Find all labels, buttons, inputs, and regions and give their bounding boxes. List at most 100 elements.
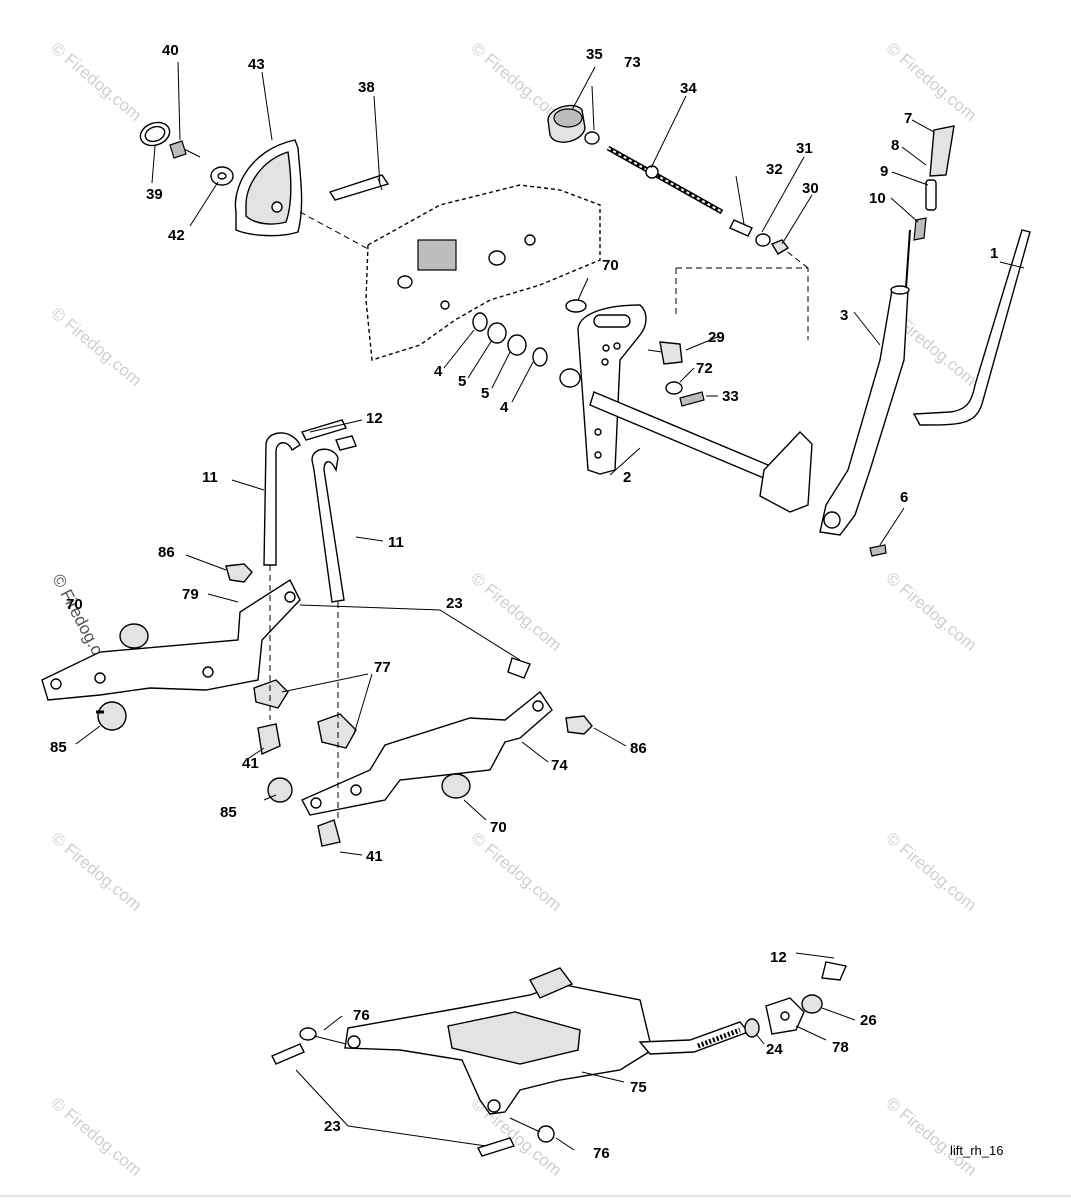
lift-frame-bracket [365, 184, 601, 361]
callout-2: 2 [623, 469, 631, 486]
hairpins-12 [301, 419, 357, 451]
callout-24: 24 [766, 1041, 783, 1058]
washer-31 [755, 233, 771, 247]
callout-40: 40 [162, 42, 179, 59]
callout-23: 23 [324, 1118, 341, 1135]
callout-85: 85 [220, 804, 237, 821]
bolt-86-right [565, 715, 593, 735]
lift-arm-79 [41, 578, 301, 701]
callout-75: 75 [630, 1079, 647, 1096]
watermark: © Firedog.com [882, 569, 980, 655]
callout-74: 74 [551, 757, 568, 774]
knob-35 [547, 104, 586, 143]
callout-11: 11 [388, 534, 404, 551]
spring-10 [913, 217, 927, 241]
watermark: © Firedog.com [467, 39, 565, 125]
callout-77: 77 [374, 659, 391, 676]
stud-top [529, 967, 574, 999]
screw-40 [169, 140, 201, 159]
callout-70: 70 [66, 596, 83, 613]
callout-38: 38 [358, 79, 375, 96]
callout-10: 10 [869, 190, 886, 207]
nut-70-left [119, 623, 149, 649]
watermark: © Firedog.com [47, 1094, 145, 1180]
callout-73: 73 [624, 54, 641, 71]
callout-5: 5 [481, 385, 489, 402]
watermark: © Firedog.com [47, 39, 145, 125]
callout-23: 23 [446, 595, 463, 612]
watermark: © Firedog.com [882, 1094, 980, 1180]
pin-76-bottom [509, 1117, 555, 1143]
leader-lines [75, 61, 1025, 1151]
clip-39 [139, 121, 171, 147]
callout-86: 86 [630, 740, 647, 757]
callout-79: 79 [182, 586, 199, 603]
bracket-77-right [317, 713, 357, 749]
lever-rod [905, 229, 911, 289]
washer-42 [210, 166, 234, 186]
callout-5: 5 [458, 373, 466, 390]
callout-34: 34 [680, 80, 697, 97]
callout-78: 78 [832, 1039, 849, 1056]
washer-70-top [565, 299, 587, 313]
callout-39: 39 [146, 186, 163, 203]
callout-3: 3 [840, 307, 848, 324]
bolt-86-left [225, 563, 253, 583]
callout-33: 33 [722, 388, 739, 405]
pivot-plate [577, 304, 647, 475]
nut-26 [801, 994, 823, 1014]
callout-12: 12 [770, 949, 787, 966]
callout-labels: 1 2 3 4 4 5 5 6 7 8 9 10 11 11 12 12 23 … [50, 42, 998, 1162]
lift-lever-3 [819, 285, 910, 536]
clevis-78 [765, 997, 805, 1035]
callout-31: 31 [796, 140, 813, 157]
callout-86: 86 [158, 544, 175, 561]
bracket-77-left [253, 679, 289, 709]
watermark: © Firedog.com [882, 39, 980, 125]
callout-43: 43 [248, 56, 265, 73]
callout-4: 4 [434, 363, 443, 380]
callout-41: 41 [242, 755, 259, 772]
handle-rod-1 [912, 229, 1031, 426]
watermark: © Firedog.com [467, 569, 565, 655]
lift-arm-74 [301, 690, 553, 816]
callout-12: 12 [366, 410, 383, 427]
retaining-rings [472, 312, 548, 367]
bushing-41-lower [317, 819, 341, 847]
callout-30: 30 [802, 180, 819, 197]
nut-30 [770, 239, 790, 255]
screw-6 [869, 544, 887, 557]
callout-9: 9 [880, 163, 888, 180]
callout-70: 70 [602, 257, 619, 274]
bushing-41-upper [257, 723, 281, 756]
watermark: © Firedog.com [47, 829, 145, 915]
callout-76: 76 [353, 1007, 370, 1024]
callout-35: 35 [586, 46, 603, 63]
pin-9 [925, 179, 937, 211]
callout-1: 1 [990, 245, 998, 262]
bolt-29 [647, 341, 683, 365]
callout-70: 70 [490, 819, 507, 836]
callout-7: 7 [904, 110, 912, 127]
pin-76-top [299, 1027, 347, 1045]
adjust-rod-78 [638, 1021, 750, 1055]
dash-cover-43 [234, 139, 303, 237]
clevis-pin-85-left [96, 701, 127, 731]
callout-41: 41 [366, 848, 383, 865]
callout-29: 29 [708, 329, 725, 346]
spring-32 [729, 219, 753, 237]
knob-7 [929, 125, 955, 177]
deck-plate-75 [344, 983, 653, 1115]
screw-33 [679, 391, 705, 407]
watermark: © Firedog.com [882, 829, 980, 915]
washer-73 [584, 131, 600, 145]
rod-11-left [263, 432, 301, 566]
nut-72 [665, 381, 683, 395]
callout-85: 85 [50, 739, 67, 756]
hairpin-12-bottom [821, 961, 847, 981]
shaft-2 [559, 368, 813, 513]
callout-4: 4 [500, 399, 509, 416]
callout-32: 32 [766, 161, 783, 178]
